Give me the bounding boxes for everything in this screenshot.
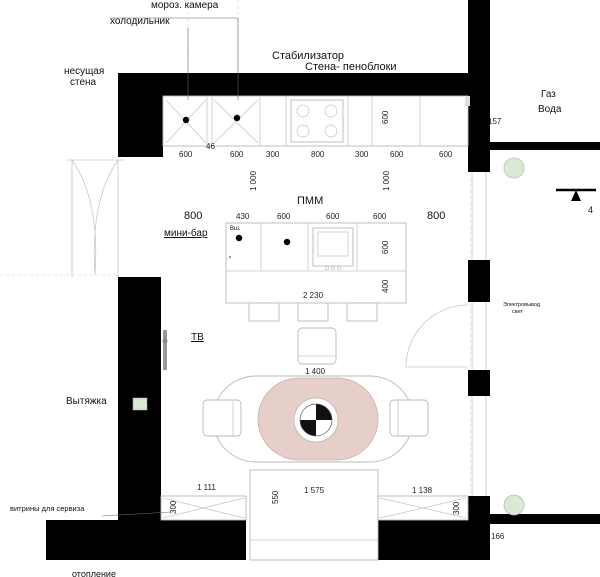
label-gas: Газ (541, 89, 556, 100)
dim-157: 157 (488, 117, 502, 126)
right-openings (405, 172, 487, 496)
kitchen-island (225, 222, 407, 304)
wall-right-pier-1 (468, 260, 490, 302)
label-stabilizer: Стабилизатор (272, 50, 344, 62)
left-entrance (66, 159, 124, 277)
hood-box (132, 397, 148, 411)
outlet-dot (235, 234, 243, 242)
dim-island-5: 600 (373, 212, 387, 221)
dim-top-3: 600 (230, 150, 244, 159)
dim-island-1: 800 (184, 210, 202, 222)
dim-island-2: 430 (236, 212, 250, 221)
label-electric-outlet-2: свет (512, 309, 523, 315)
dim-600-upper: 600 (381, 110, 390, 124)
label-fridge: холодильник (110, 16, 170, 27)
section-mark-number: 4 (588, 205, 593, 215)
dim-top-8: 600 (439, 150, 453, 159)
hood-outlet (147, 399, 153, 405)
dim-166: 166 (491, 532, 505, 541)
dim-top-6: 300 (355, 150, 369, 159)
outlet-dot (182, 116, 190, 124)
cooktop (290, 99, 344, 143)
dim-top-7: 600 (390, 150, 404, 159)
dim-300-right: 300 (452, 501, 461, 515)
dim-island-length: 2 230 (303, 291, 324, 300)
wall-right-lower (468, 496, 490, 546)
plant-icon (503, 157, 525, 179)
plant-icon (503, 494, 525, 516)
dim-300-left: 300 (169, 500, 178, 514)
dim-550: 550 (271, 490, 280, 504)
bottom-opening (249, 469, 379, 561)
sink (312, 227, 354, 267)
wall-top (118, 73, 488, 96)
wall-left-upper (118, 85, 163, 157)
wall-right-exterior-top (490, 142, 600, 150)
label-water: Вода (538, 104, 562, 115)
label-showcases: витрины для сервиза (10, 504, 85, 513)
bottom-cabinets (160, 469, 469, 561)
dim-1111: 1 111 (197, 483, 216, 492)
outlet-dot (233, 114, 241, 122)
label-bearing-wall-1: несущая (64, 66, 104, 77)
label-foam-wall: Стена- пеноблоки (305, 61, 397, 73)
dim-top-1: 600 (179, 150, 193, 159)
top-cabinets (162, 95, 470, 147)
dim-1000-right: 1 000 (382, 170, 391, 191)
label-bearing-wall-2: стена (70, 77, 97, 88)
section-mark-arrow (571, 190, 581, 201)
label-hood: Вытяжка (66, 396, 107, 407)
dim-1138: 1 138 (412, 486, 433, 495)
label-electric-outlet-1: Электровывод (503, 302, 541, 308)
label-freezer: мороз. камера (151, 0, 219, 11)
dim-island-600: 600 (381, 240, 390, 254)
wall-right-upper (468, 0, 490, 172)
dim-island-3: 600 (277, 212, 291, 221)
dim-1575: 1 575 (304, 486, 325, 495)
dim-1000-left: 1 000 (249, 170, 258, 191)
dim-island-6: 800 (427, 210, 445, 222)
dim-top-2: 46 (206, 142, 215, 151)
wall-right-pier-2 (468, 370, 490, 396)
label-dishwasher: ПММ (297, 195, 323, 207)
label-minibar: мини-бар (164, 227, 208, 239)
dim-table-length: 1 400 (305, 367, 326, 376)
wall-left-lower (118, 277, 161, 560)
dim-island-4: 600 (326, 212, 340, 221)
dim-top-4: 300 (266, 150, 280, 159)
bar-stools (248, 302, 378, 322)
label-heating: отопление (72, 569, 116, 577)
dining-area (202, 327, 429, 463)
dim-top-5: 800 (311, 150, 325, 159)
dim-island-400: 400 (381, 279, 390, 293)
tv-outlet (162, 338, 168, 344)
label-bsh: Вш. (230, 226, 241, 232)
door-swing (405, 304, 469, 368)
label-tv: ТВ (191, 332, 204, 343)
outlet-dot (283, 238, 291, 246)
wall-right-exterior-bottom (490, 514, 600, 524)
wall-bottom-left (46, 520, 246, 560)
